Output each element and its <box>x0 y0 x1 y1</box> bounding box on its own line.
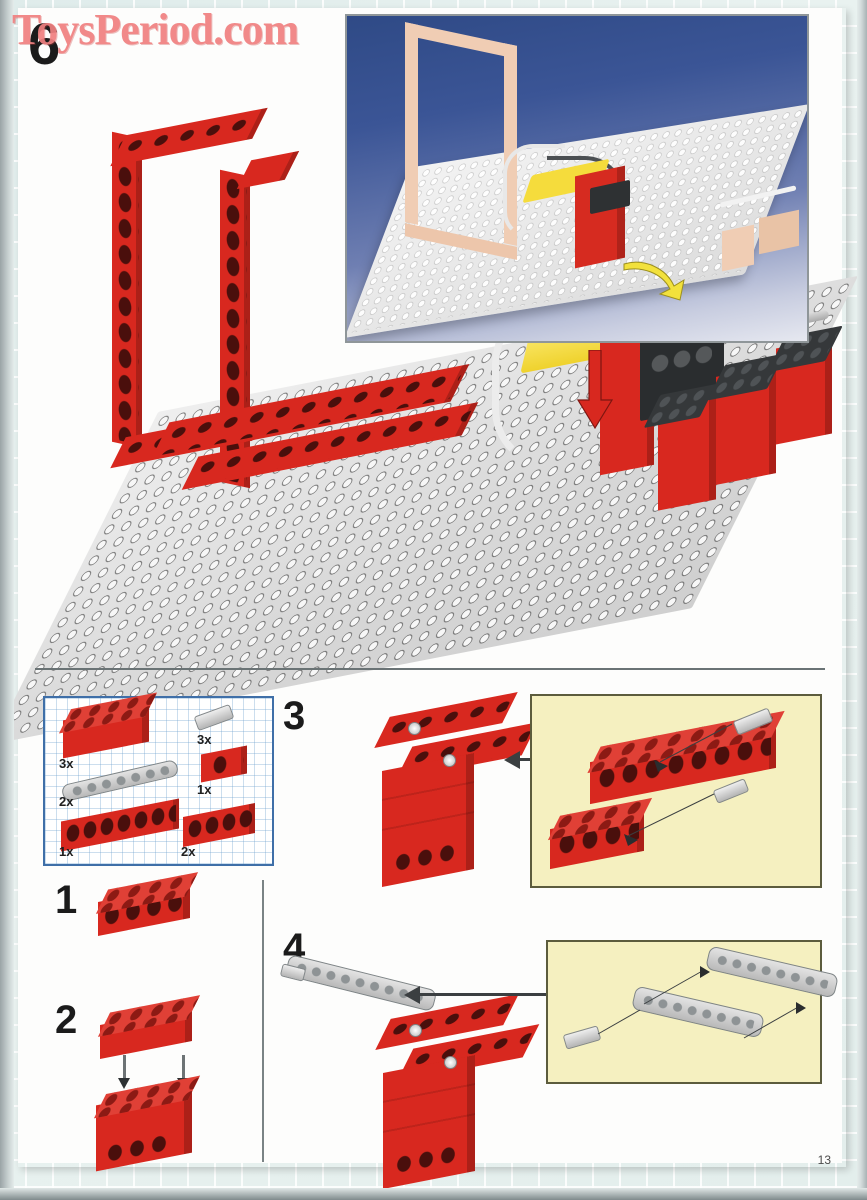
inset-photo <box>345 14 809 343</box>
part-red-technic-1x4 <box>183 803 255 847</box>
substep-3-number: 3 <box>283 694 306 738</box>
scan-edge-right <box>857 0 867 1200</box>
main-step-number: 6 <box>28 12 61 77</box>
substep-2-number: 2 <box>55 998 78 1042</box>
callout-3-arrowhead <box>504 751 520 769</box>
callout-4-arrow-line <box>420 993 548 996</box>
inset-tan-block-a <box>722 224 754 272</box>
scan-edge-bottom <box>0 1188 867 1200</box>
callout3-leader-lines <box>624 723 733 846</box>
part-qty-1: 2x <box>59 794 74 809</box>
red-down-arrow <box>576 350 614 430</box>
part-qty-0: 3x <box>59 756 74 771</box>
inset-tan-block-b <box>759 209 799 255</box>
substep-2-arrow-left <box>123 1055 126 1081</box>
callout4-leader-lines <box>597 966 806 1039</box>
part-qty-5: 2x <box>181 844 196 859</box>
part-red-technic-1x8 <box>61 798 179 852</box>
part-grey-beam <box>60 758 180 803</box>
substep-4-body <box>383 1055 475 1189</box>
inset-red-block <box>575 165 625 269</box>
inset-hose-white <box>503 144 565 238</box>
parts-inventory-box: 3x 2x 1x 3x 1x 2x <box>43 692 274 866</box>
callout-box-step4 <box>546 940 840 1084</box>
callout-4-arrowhead <box>404 986 420 1004</box>
part-connector-pin <box>193 703 235 732</box>
scan-edge-left <box>0 0 14 1200</box>
substep-3-body <box>382 753 474 887</box>
inset-tan-frame <box>405 22 517 246</box>
substep-2-arrow-right <box>182 1055 185 1081</box>
section-divider <box>35 668 825 670</box>
substep-2-arrowhead-left <box>118 1078 130 1089</box>
substep-1-number: 1 <box>55 878 78 922</box>
substep-4-pin-b <box>444 1056 457 1069</box>
red-technic-frame <box>102 107 300 489</box>
substep-4-pin-a <box>409 1024 422 1037</box>
part-red-technic-1x2 <box>201 745 247 783</box>
part-qty-2: 1x <box>59 844 74 859</box>
substep-3-pin-a <box>408 722 421 735</box>
yellow-motion-arrow <box>623 261 685 301</box>
part-qty-3: 3x <box>197 732 212 747</box>
callout-box-step3 <box>530 694 822 888</box>
substep-3-pin-b <box>443 754 456 767</box>
vertical-divider <box>262 880 264 1162</box>
part-qty-4: 1x <box>197 782 212 797</box>
page-number: 13 <box>817 1153 831 1167</box>
